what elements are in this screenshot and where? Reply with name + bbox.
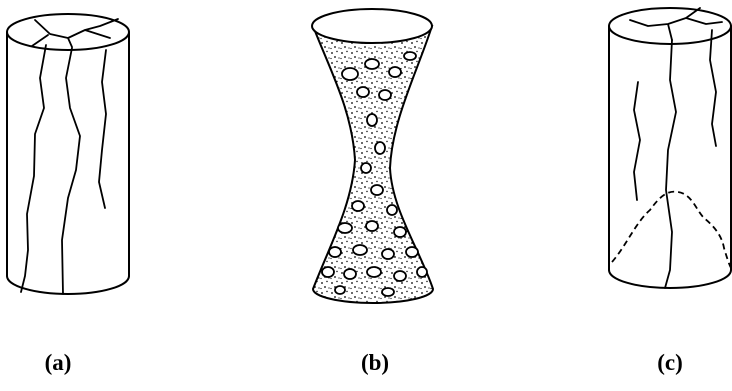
crack-a-left [21, 45, 46, 292]
crack-a-top [32, 19, 118, 47]
cylinder-c [609, 8, 731, 288]
caption-b: (b) [345, 350, 405, 376]
caption-a: (a) [28, 350, 88, 376]
crack-a-right [99, 50, 106, 208]
crack-c-main [665, 40, 676, 288]
crack-a-middle [62, 48, 80, 294]
caption-c: (c) [640, 350, 700, 376]
cone-b [312, 9, 433, 303]
cylinder-a [7, 14, 129, 294]
cylinder-a-top [7, 14, 129, 50]
crack-c-right [710, 30, 716, 146]
cylinder-a-bottom [7, 276, 129, 294]
cylinder-c-top [609, 8, 731, 44]
cone-b-top [312, 9, 432, 43]
crack-c-left [634, 82, 640, 200]
